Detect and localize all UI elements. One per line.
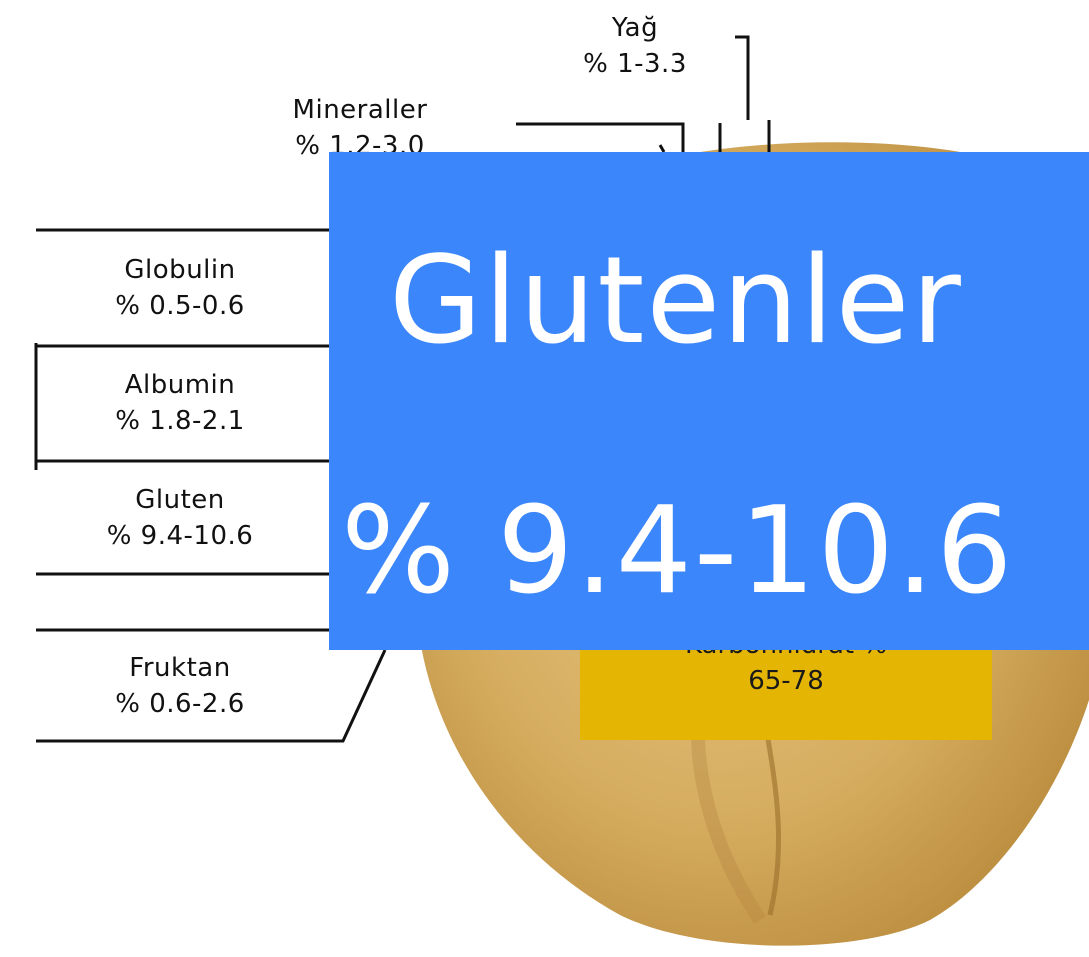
fruktan-bottom-line <box>36 649 387 743</box>
label-albumin-name: Albumin <box>124 370 236 400</box>
label-globulin-name: Globulin <box>124 255 236 285</box>
label-gluten-value: % 9.4-10.6 <box>106 521 254 551</box>
label-fruktan: Fruktan % 0.6-2.6 <box>60 650 300 722</box>
label-albumin-value: % 1.8-2.1 <box>115 406 245 436</box>
overlay-value: % 9.4-10.6 <box>341 482 1015 621</box>
label-gluten-name: Gluten <box>135 485 225 515</box>
label-yag: Yağ % 1-3.3 <box>540 10 730 82</box>
label-albumin: Albumin % 1.8-2.1 <box>60 367 300 439</box>
label-fruktan-value: % 0.6-2.6 <box>115 689 245 719</box>
label-mineraller-name: Mineraller <box>292 95 428 125</box>
label-gluten: Gluten % 9.4-10.6 <box>60 482 300 554</box>
label-globulin: Globulin % 0.5-0.6 <box>60 252 300 324</box>
mineraller-leader-line <box>516 122 685 152</box>
label-fruktan-name: Fruktan <box>129 653 231 683</box>
label-yag-name: Yağ <box>611 13 659 43</box>
label-yag-value: % 1-3.3 <box>583 49 687 79</box>
overlay-title: Glutenler <box>389 232 963 371</box>
yag-leader-line <box>735 35 750 120</box>
gluten-highlight-overlay: Glutenler % 9.4-10.6 <box>329 152 1089 650</box>
label-globulin-value: % 0.5-0.6 <box>115 291 245 321</box>
top-mark-3 <box>658 144 666 153</box>
carbohydrate-value: 65-78 <box>748 666 824 696</box>
